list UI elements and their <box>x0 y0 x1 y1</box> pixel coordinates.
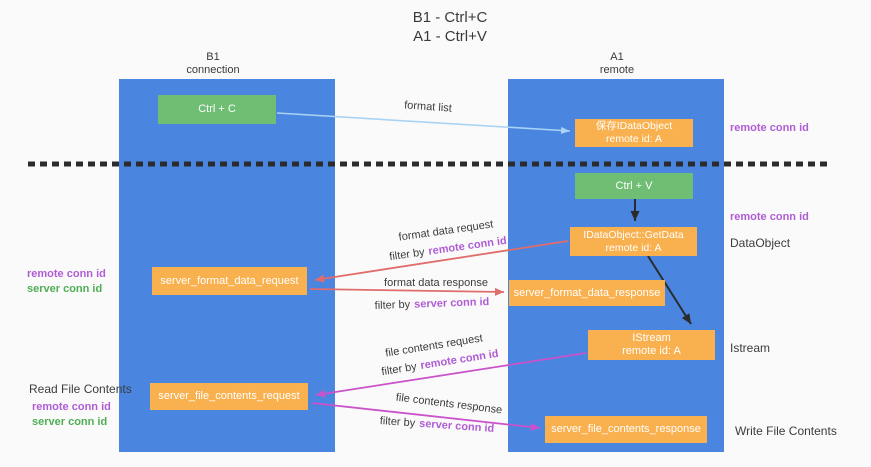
save-dataobject-line2: remote id: A <box>605 133 663 145</box>
filter-by-text: filter by <box>374 298 411 312</box>
server-format-data-response-label: server_format_data_response <box>513 286 661 299</box>
remote-conn-id-annotation-mid: remote conn id <box>730 211 809 223</box>
format-data-response-label: format data response <box>384 277 488 289</box>
right-column-name: A1 <box>610 51 624 63</box>
server-file-contents-request-node: server_file_contents_request <box>150 383 308 410</box>
server-file-contents-response-node: server_file_contents_response <box>545 416 707 443</box>
dataobject-annotation: DataObject <box>730 236 791 250</box>
right-column-subtitle: remote <box>599 64 635 76</box>
istream-line2: remote id: A <box>622 345 681 357</box>
write-file-contents-annotation: Write File Contents <box>735 424 837 438</box>
server-conn-id-annotation-left2: server conn id <box>32 416 108 428</box>
read-file-contents-annotation: Read File Contents <box>29 382 132 396</box>
server-conn-id-annotation-left1: server conn id <box>27 283 103 295</box>
istream-annotation: Istream <box>730 341 771 355</box>
server-file-contents-request-label: server_file_contents_request <box>158 390 300 402</box>
format-data-response-arrow <box>309 287 505 296</box>
ctrl-v-node: Ctrl + V <box>575 173 693 199</box>
remote-conn-id-annotation-left1: remote conn id <box>27 268 106 280</box>
title-line-2: A1 - Ctrl+V <box>413 28 487 45</box>
server-format-data-response-node: server_format_data_response <box>509 280 665 306</box>
diagram-title: B1 - Ctrl+C A1 - Ctrl+V <box>340 8 560 46</box>
ctrl-c-node: Ctrl + C <box>158 95 276 124</box>
filter-by-text: filter by <box>379 415 416 430</box>
title-line-1: B1 - Ctrl+C <box>412 9 488 26</box>
remote-conn-id-annotation-left2: remote conn id <box>32 401 111 413</box>
save-dataobject-node: 保存IDataObject remote id: A <box>575 119 693 147</box>
left-column-name: B1 <box>206 51 220 63</box>
getdata-line1: IDataObject::GetData <box>583 228 684 241</box>
left-column-subtitle: connection <box>186 64 240 76</box>
format-data-request-arrow <box>314 240 569 283</box>
server-format-data-request-node: server_format_data_request <box>152 267 307 295</box>
file-contents-request-arrow <box>315 352 587 398</box>
idataobject-getdata-node: IDataObject::GetData remote id: A <box>570 227 697 256</box>
ctrl-v-label: Ctrl + V <box>615 179 653 192</box>
save-dataobject-line1: 保存IDataObject <box>595 120 673 132</box>
server-file-contents-response-label: server_file_contents_response <box>551 423 701 435</box>
ctrl-c-label: Ctrl + C <box>198 103 236 115</box>
getdata-to-istream-arrow <box>647 255 692 325</box>
right-column-header: A1 remote <box>557 51 677 77</box>
istream-node: IStream remote id: A <box>588 330 715 360</box>
left-column-header: B1 connection <box>153 51 273 77</box>
file-contents-response-arrow <box>311 402 541 431</box>
getdata-line2: remote id: A <box>605 241 662 254</box>
istream-line1: IStream <box>632 332 671 344</box>
server-format-data-request-label: server_format_data_request <box>160 274 299 287</box>
format-list-arrow <box>276 112 571 134</box>
remote-conn-id-annotation-top: remote conn id <box>730 122 809 134</box>
